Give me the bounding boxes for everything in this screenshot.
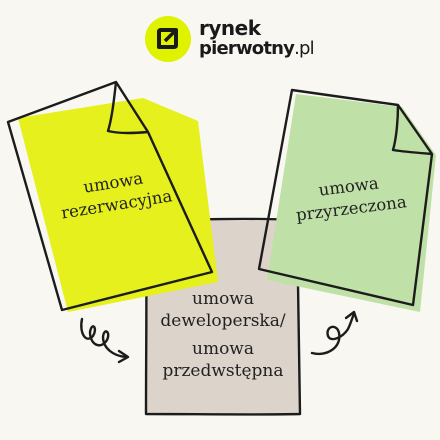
logo-text-domain: .pl	[294, 38, 315, 59]
left-document	[6, 80, 218, 312]
center-document-label-line3: umowa	[192, 339, 254, 359]
logo-text-line1: rynek	[199, 16, 261, 40]
left-document-fill	[18, 98, 218, 312]
right-document	[257, 88, 436, 312]
left-document-outline	[6, 80, 214, 312]
left-loop-arrow-icon	[80, 317, 130, 364]
center-document-label: umowa deweloperska/ umowa przedwstępna	[150, 288, 296, 382]
right-document-fold	[391, 104, 433, 156]
brand-logo[interactable]: rynek pierwotny.pl	[145, 16, 315, 64]
logo-text-name: pierwotny	[199, 38, 295, 59]
right-loop-arrow-icon	[310, 310, 359, 356]
center-document-outline	[144, 217, 302, 416]
logo-mark-icon	[145, 16, 191, 62]
center-document-label-line4: przedwstępna	[162, 361, 284, 381]
logo-text-line2: pierwotny.pl	[199, 38, 315, 60]
center-document-label-line1: umowa	[192, 289, 254, 309]
center-document-label-line2: deweloperska/	[160, 311, 286, 331]
left-document-fold	[106, 81, 149, 135]
right-document-outline	[257, 88, 434, 307]
